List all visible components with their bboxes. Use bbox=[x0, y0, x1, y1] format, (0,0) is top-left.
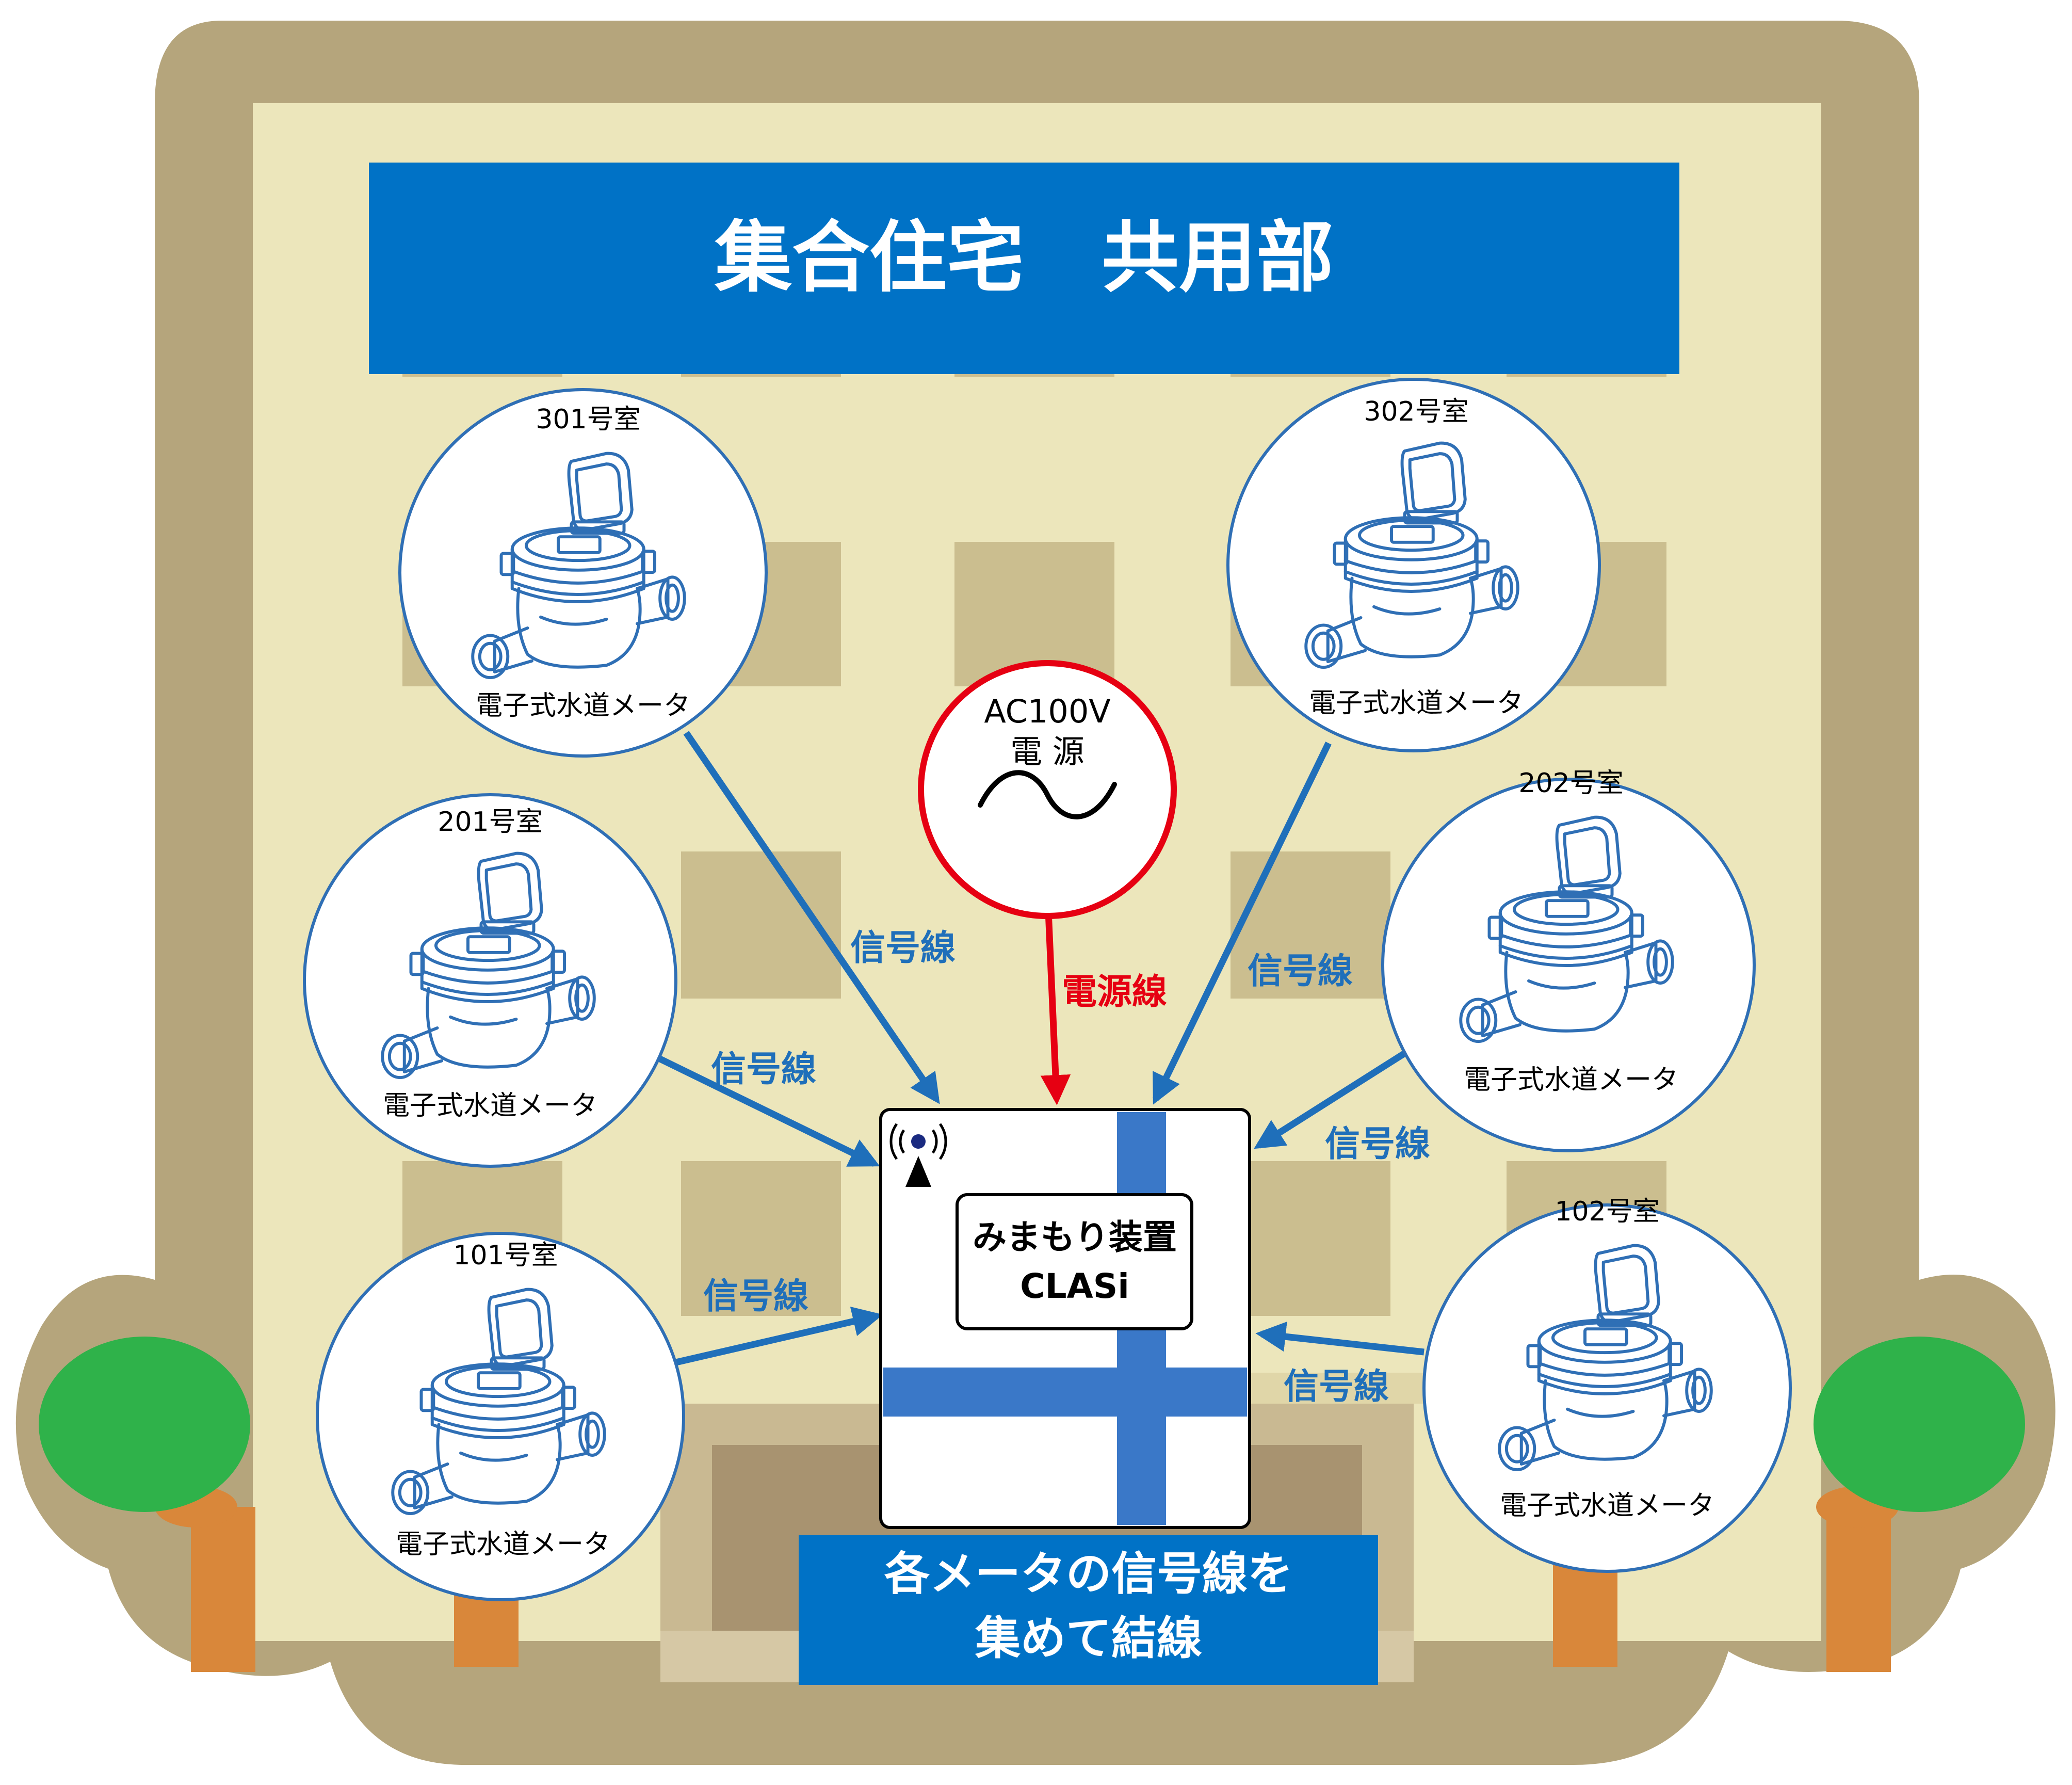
device-box: みまもり装置 CLASi bbox=[879, 1108, 1251, 1529]
signal-arrow-201 bbox=[651, 1052, 880, 1167]
meter-102: 102号室 電子式水道メータ bbox=[1422, 1196, 1792, 1573]
room-label-102: 102号室 bbox=[1555, 1196, 1659, 1227]
signal-arrow-101 bbox=[675, 1307, 883, 1366]
meter-label-301: 電子式水道メータ bbox=[476, 690, 690, 721]
caption-line-2: 集めて結線 bbox=[975, 1612, 1202, 1665]
device-label-box bbox=[956, 1193, 1193, 1330]
sine-wave-icon bbox=[978, 770, 1117, 819]
signal-label-302: 信号線 bbox=[1248, 951, 1353, 992]
meter-302: 302号室 電子式水道メータ bbox=[1226, 378, 1601, 752]
power-source: AC100V 電 源 bbox=[918, 660, 1177, 919]
power-cable-label: 電源線 bbox=[1062, 972, 1167, 1012]
meter-label-202: 電子式水道メータ bbox=[1464, 1065, 1678, 1096]
meter-label-302: 電子式水道メータ bbox=[1309, 688, 1524, 719]
signal-label-102: 信号線 bbox=[1284, 1366, 1389, 1407]
meter-label-201: 電子式水道メータ bbox=[383, 1090, 597, 1121]
signal-arrow-301 bbox=[683, 731, 940, 1104]
caption-line-1: 各メータの信号線を bbox=[884, 1547, 1293, 1600]
signal-label-202: 信号線 bbox=[1325, 1124, 1430, 1165]
antenna-icon bbox=[889, 1123, 947, 1187]
signal-label-301: 信号線 bbox=[850, 928, 956, 969]
tree-trunk-mid-right bbox=[1553, 1564, 1617, 1667]
cross-horizontal bbox=[883, 1368, 1247, 1417]
meter-201: 201号室 電子式水道メータ bbox=[303, 793, 677, 1168]
room-label-301: 301号室 bbox=[536, 404, 640, 435]
room-label-202: 202号室 bbox=[1518, 768, 1623, 799]
meter-202: 202号室 電子式水道メータ bbox=[1381, 768, 1756, 1152]
caption-box bbox=[799, 1535, 1378, 1685]
signal-label-101: 信号線 bbox=[703, 1276, 808, 1317]
power-arrow bbox=[1040, 887, 1071, 1105]
page-title: 集合住宅 共用部 bbox=[714, 213, 1334, 303]
signal-arrow-302 bbox=[1153, 742, 1332, 1105]
meter-301: 301号室 電子式水道メータ bbox=[398, 388, 768, 758]
signal-arrow-102 bbox=[1255, 1322, 1424, 1356]
tree-left-icon bbox=[39, 1337, 255, 1672]
title-banner bbox=[369, 163, 1679, 374]
room-label-302: 302号室 bbox=[1364, 396, 1468, 427]
power-label: 電 源 bbox=[1010, 733, 1084, 770]
signal-label-201: 信号線 bbox=[711, 1049, 816, 1090]
room-label-201: 201号室 bbox=[438, 807, 542, 838]
room-label-101: 101号室 bbox=[453, 1240, 558, 1271]
meter-label-101: 電子式水道メータ bbox=[396, 1529, 610, 1560]
device-model: CLASi bbox=[1020, 1266, 1129, 1306]
meter-label-102: 電子式水道メータ bbox=[1500, 1490, 1714, 1521]
signal-arrows bbox=[651, 731, 1424, 1366]
device-name: みまもり装置 bbox=[973, 1217, 1177, 1257]
signal-arrow-202 bbox=[1254, 1044, 1416, 1149]
power-voltage: AC100V bbox=[984, 693, 1110, 730]
tree-right-icon bbox=[1814, 1337, 2025, 1672]
meter-101: 101号室 電子式水道メータ bbox=[316, 1232, 685, 1601]
